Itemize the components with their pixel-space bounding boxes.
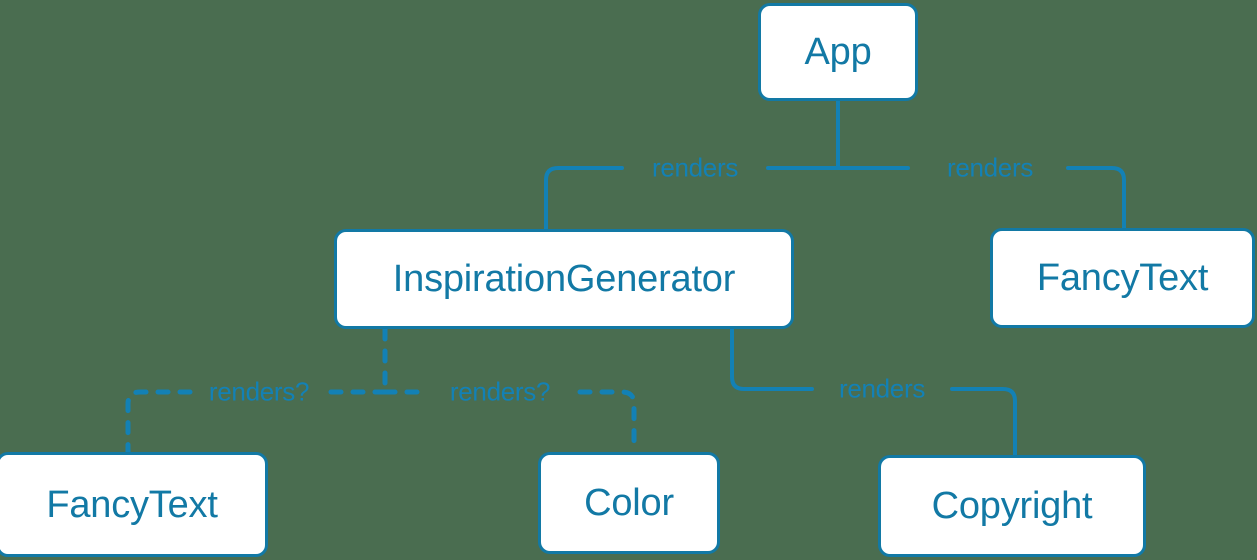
node-fancytext-right-label: FancyText (1036, 257, 1209, 299)
node-fancytext-left-label: FancyText (46, 483, 218, 526)
edge-inspgen-copyright (730, 327, 814, 391)
node-color-label: Color (584, 482, 674, 524)
node-copyright[interactable]: Copyright (878, 455, 1146, 557)
edge-inspgen-copyright-2 (950, 387, 1017, 457)
node-inspiration-generator[interactable]: InspirationGenerator (334, 229, 794, 329)
edge-label-inspgen-fancytext-left: renders? (208, 376, 310, 407)
node-app-label: App (804, 31, 872, 73)
edge-app-fancytext-right-2 (1066, 166, 1126, 230)
edge-label-app-fancytext-right: renders (946, 152, 1034, 183)
edge-app-inspgen-2 (544, 166, 624, 231)
edge-inspgen-color-2 (577, 389, 637, 455)
node-fancytext-left[interactable]: FancyText (0, 452, 268, 557)
node-app[interactable]: App (758, 3, 918, 101)
node-inspiration-generator-label: InspirationGenerator (392, 258, 736, 300)
node-fancytext-right[interactable]: FancyText (990, 228, 1255, 328)
edge-inspgen-fancytext-left-2 (125, 389, 193, 455)
edge-label-inspgen-color: renders? (449, 376, 551, 407)
node-copyright-label: Copyright (931, 485, 1093, 527)
edge-label-app-inspgen: renders (651, 152, 739, 183)
node-color[interactable]: Color (538, 452, 720, 554)
edge-label-inspgen-copyright: renders (838, 373, 926, 404)
